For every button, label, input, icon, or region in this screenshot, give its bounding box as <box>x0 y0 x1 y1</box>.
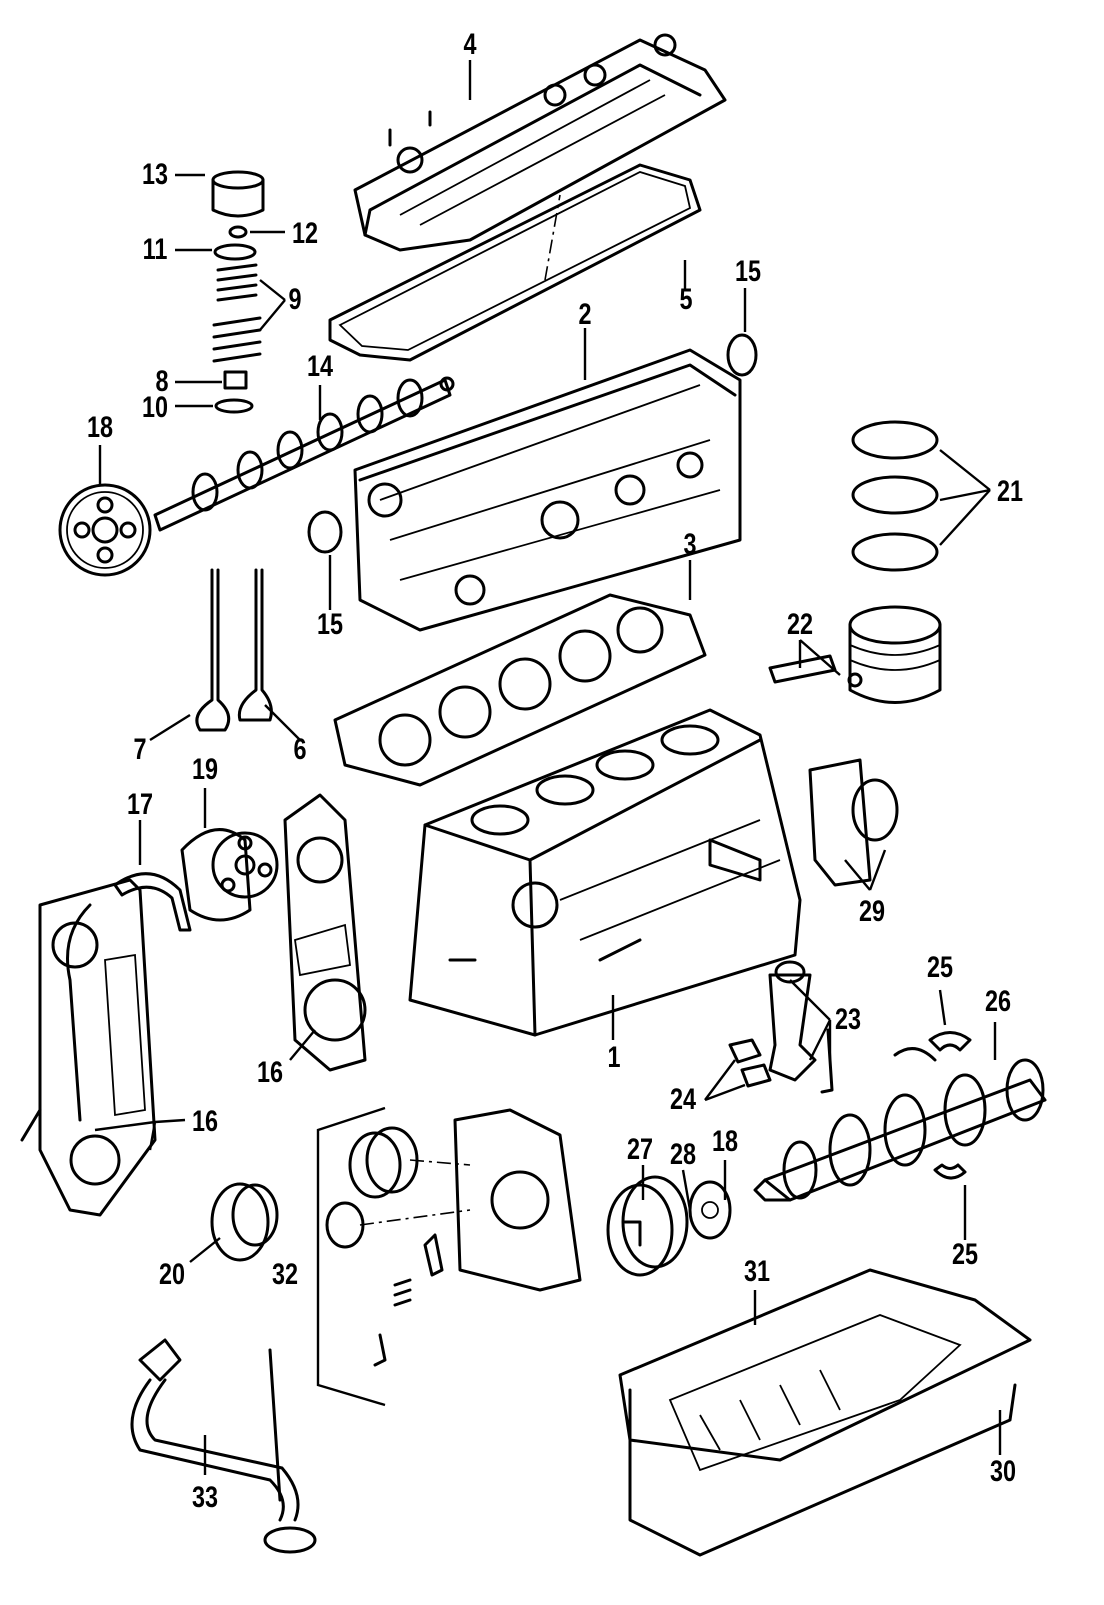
callout-25-lower: 25 <box>951 1238 979 1271</box>
callout-24: 24 <box>669 1083 697 1116</box>
callout-20: 20 <box>158 1258 186 1291</box>
callout-6: 6 <box>293 733 307 766</box>
piston-rings <box>851 420 939 572</box>
callout-3: 3 <box>683 528 697 561</box>
callout-19: 19 <box>191 753 219 786</box>
rear-timing-cover <box>283 793 367 1072</box>
seal-top <box>726 333 758 377</box>
callout-15-side: 15 <box>316 608 344 641</box>
callout-13: 13 <box>141 158 169 191</box>
callout-18-cam: 18 <box>86 411 114 444</box>
front-timing-cover <box>20 878 157 1217</box>
main-bearing-upper <box>928 1031 972 1052</box>
callout-33: 33 <box>191 1481 219 1514</box>
callout-11: 11 <box>142 233 168 266</box>
valve-train-stack <box>211 170 265 414</box>
callout-22: 22 <box>786 608 814 641</box>
callout-30: 30 <box>989 1455 1017 1488</box>
callout-23: 23 <box>834 1003 862 1036</box>
callout-25-upper: 25 <box>926 951 954 984</box>
callout-5: 5 <box>679 283 693 316</box>
callout-16-front: 16 <box>191 1105 219 1138</box>
rear-seal-housing <box>808 758 899 887</box>
callout-29: 29 <box>858 895 886 928</box>
callout-4: 4 <box>463 28 477 61</box>
callout-31: 31 <box>743 1255 771 1288</box>
callout-15-top: 15 <box>734 255 762 288</box>
engine-block <box>408 708 802 1037</box>
callout-2: 2 <box>578 298 592 331</box>
cam-sprocket <box>58 483 152 577</box>
callout-14: 14 <box>306 350 334 383</box>
callout-12: 12 <box>291 217 319 250</box>
camshaft <box>153 376 455 532</box>
callout-32: 32 <box>271 1258 299 1291</box>
valve-cover-gasket <box>328 163 702 362</box>
main-bearing-lower <box>933 1163 967 1180</box>
crank-sprocket <box>180 828 279 922</box>
callout-28: 28 <box>669 1138 697 1171</box>
crankshaft <box>753 1058 1047 1202</box>
head-gasket <box>333 593 707 787</box>
callout-1: 1 <box>607 1041 621 1074</box>
oil-pan <box>618 1268 1032 1557</box>
callout-27: 27 <box>626 1133 654 1166</box>
oil-pickup-tube <box>130 1338 317 1554</box>
crank-pulley <box>606 1175 689 1277</box>
callout-10: 10 <box>141 391 169 424</box>
connecting-rod <box>768 960 834 1094</box>
rod-bearings <box>728 1038 772 1088</box>
cylinder-head <box>353 348 742 632</box>
valves <box>195 568 273 732</box>
valve-cover <box>353 33 727 252</box>
callout-26: 26 <box>984 985 1012 1018</box>
oil-pump-assembly <box>316 1106 582 1407</box>
piston <box>768 605 942 704</box>
callout-9: 9 <box>288 283 302 316</box>
callout-7: 7 <box>133 733 147 766</box>
callout-8: 8 <box>155 365 169 398</box>
leader-lines <box>94 60 1002 1475</box>
callout-17: 17 <box>126 788 154 821</box>
oil-pump-gear <box>210 1182 279 1262</box>
callout-18-crank: 18 <box>711 1125 739 1158</box>
seal-side <box>307 510 343 554</box>
main-bearing-side <box>893 1047 937 1062</box>
callout-16-rear: 16 <box>256 1056 284 1089</box>
callout-21: 21 <box>996 475 1024 508</box>
